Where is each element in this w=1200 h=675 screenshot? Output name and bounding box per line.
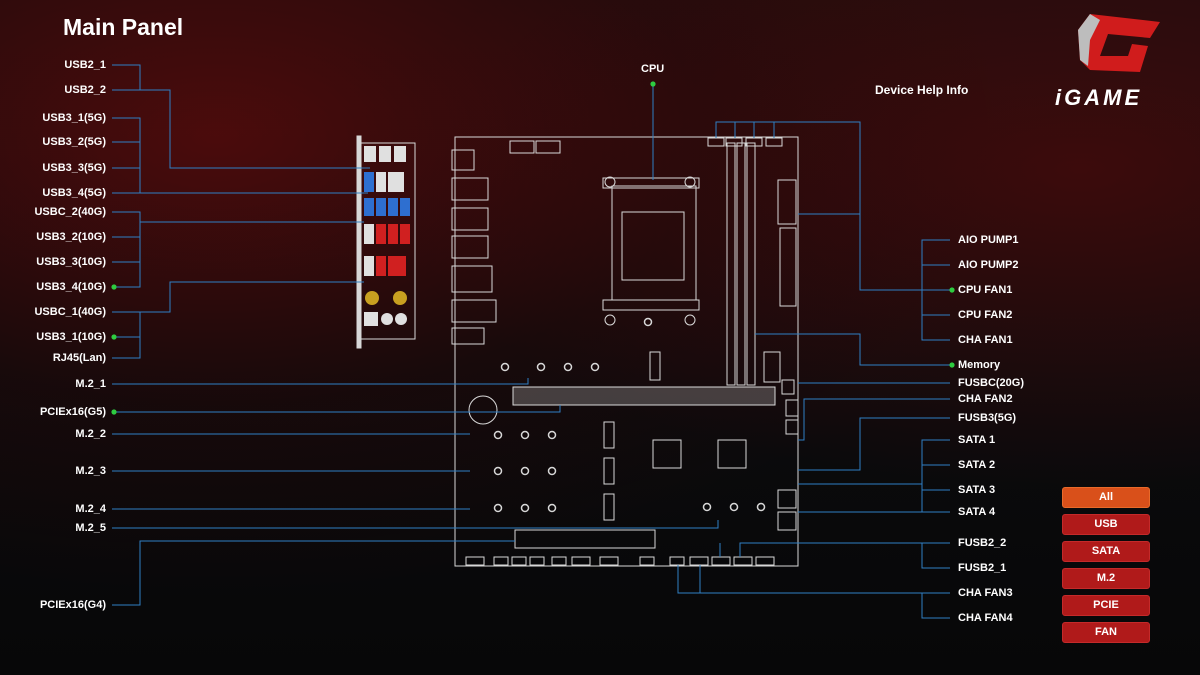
line-usb3-5g-mid [112, 141, 140, 169]
label-sata2[interactable]: SATA 2 [958, 459, 996, 471]
label-aio-pump1[interactable]: AIO PUMP1 [958, 234, 1019, 246]
line-cha-fan2 [798, 398, 950, 441]
label-cha-fan3[interactable]: CHA FAN3 [958, 587, 1013, 599]
line-lan [112, 311, 141, 359]
line-10g [112, 211, 141, 288]
filter-button-fan[interactable]: FAN [1062, 622, 1150, 643]
filter-button-m2[interactable]: M.2 [1062, 568, 1150, 589]
label-fusbc-20g[interactable]: FUSBC(20G) [958, 377, 1025, 389]
line-pcie-g5 [112, 405, 561, 413]
dot-usb3-1-10g [111, 334, 117, 340]
label-rj45[interactable]: RJ45(Lan) [52, 352, 106, 364]
line-cha-fan34 [921, 592, 950, 619]
line-pcie-g4 [112, 540, 515, 606]
line-usb2-2 [112, 89, 370, 169]
line-fusb2-run [739, 542, 922, 557]
line-fusb3 [798, 417, 950, 471]
label-usb3-1-10g[interactable]: USB3_1(10G) [36, 331, 106, 343]
label-sata3[interactable]: SATA 3 [958, 484, 996, 496]
standoffs [493, 317, 766, 513]
page-title: Main Panel [63, 14, 184, 40]
label-cpu-fan1[interactable]: CPU FAN1 [958, 284, 1013, 296]
label-m2-2[interactable]: M.2_2 [75, 428, 106, 440]
connector-lines [112, 64, 950, 619]
label-usb2-2[interactable]: USB2_2 [64, 84, 106, 96]
label-cha-fan4[interactable]: CHA FAN4 [958, 612, 1013, 624]
line-fan-headers [734, 122, 775, 138]
label-cha-fan1[interactable]: CHA FAN1 [958, 334, 1013, 346]
filter-button-usb[interactable]: USB [1062, 514, 1150, 535]
label-usbc-2-40g[interactable]: USBC_2(40G) [34, 206, 106, 218]
dot-usb3-4-10g [111, 284, 117, 290]
label-usbc-1-40g[interactable]: USBC_1(40G) [34, 306, 106, 318]
line-sata-run [798, 483, 922, 513]
label-usb3-4-5g[interactable]: USB3_4(5G) [42, 187, 106, 199]
line-10g-mid [112, 236, 140, 263]
line-fans-mid [922, 264, 950, 316]
filter-button-pcie[interactable]: PCIE [1062, 595, 1150, 616]
label-m2-4[interactable]: M.2_4 [75, 503, 106, 515]
board-outline [356, 135, 799, 567]
label-sata1[interactable]: SATA 1 [958, 434, 996, 446]
device-help-info-link[interactable]: Device Help Info [875, 83, 969, 97]
label-usb3-3-10g[interactable]: USB3_3(10G) [36, 256, 106, 268]
dot-pcie-g5 [111, 409, 117, 415]
line-sata-mid [922, 464, 950, 491]
label-m2-1[interactable]: M.2_1 [75, 378, 106, 390]
label-memory[interactable]: Memory [958, 359, 1001, 371]
line-usb3-5g [112, 117, 141, 194]
label-m2-3[interactable]: M.2_3 [75, 465, 106, 477]
line-cha-fan34-run [677, 565, 922, 594]
dot-memory [949, 362, 955, 368]
label-usb2-1[interactable]: USB2_1 [64, 59, 106, 71]
label-sata4[interactable]: SATA 4 [958, 506, 996, 518]
label-fusb2-2[interactable]: FUSB2_2 [958, 537, 1007, 549]
line-memory [755, 333, 950, 366]
label-m2-5[interactable]: M.2_5 [75, 522, 106, 534]
dot-cpu-fan1 [949, 287, 955, 293]
io-ports [364, 146, 410, 326]
label-usb3-2-5g[interactable]: USB3_2(5G) [42, 136, 106, 148]
label-cpu[interactable]: CPU [641, 63, 665, 75]
filter-button-all[interactable]: All [1062, 487, 1150, 508]
label-cha-fan2[interactable]: CHA FAN2 [958, 393, 1013, 405]
line-m2-5 [112, 520, 719, 529]
label-pcie-g5[interactable]: PCIEx16(G5) [39, 406, 106, 418]
dot-cpu [650, 81, 656, 87]
status-dots [111, 81, 955, 415]
line-m2-1 [112, 378, 529, 385]
label-usb3-3-5g[interactable]: USB3_3(5G) [42, 162, 106, 174]
line-fusb2 [921, 542, 950, 569]
label-usb3-1-5g[interactable]: USB3_1(5G) [42, 112, 106, 124]
label-fusb2-1[interactable]: FUSB2_1 [958, 562, 1007, 574]
line-sata [921, 439, 950, 513]
label-usb3-2-10g[interactable]: USB3_2(10G) [36, 231, 106, 243]
line-usbc1-run [140, 281, 364, 313]
filter-button-sata[interactable]: SATA [1062, 541, 1150, 562]
label-aio-pump2[interactable]: AIO PUMP2 [958, 259, 1019, 271]
label-fusb3-5g[interactable]: FUSB3(5G) [958, 412, 1017, 424]
label-pcie-g4[interactable]: PCIEx16(G4) [39, 599, 106, 611]
label-cpu-fan2[interactable]: CPU FAN2 [958, 309, 1013, 321]
line-usb2 [112, 64, 141, 91]
label-usb3-4-10g[interactable]: USB3_4(10G) [36, 281, 106, 293]
line-cpu-fan-run [715, 121, 922, 291]
